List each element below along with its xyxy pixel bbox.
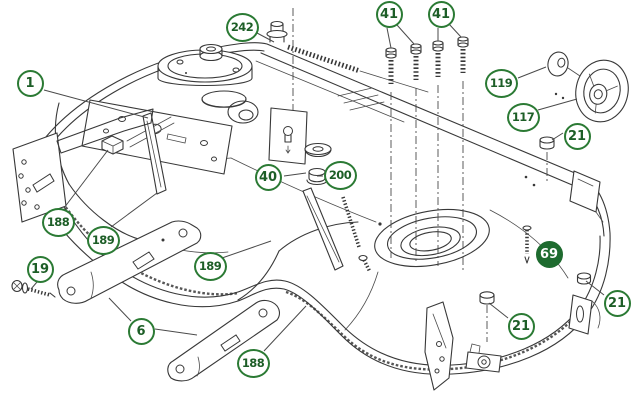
leader-line (110, 192, 158, 228)
deck-bolts (385, 36, 469, 270)
hanger-bracket (424, 301, 454, 391)
spindle-bolt (266, 8, 429, 126)
spindle-opening (374, 209, 490, 267)
callout-1-0[interactable]: 1 (16, 69, 44, 97)
callout-242-1[interactable]: 242 (225, 12, 259, 42)
leader-line (256, 32, 275, 43)
wheel-cap (547, 51, 569, 77)
clip (101, 135, 124, 155)
leader-line (448, 23, 462, 38)
flange-nut-right (576, 272, 592, 285)
leader-line (585, 280, 605, 296)
lift-arm-left (57, 220, 202, 304)
callout-6-13[interactable]: 6 (127, 317, 155, 345)
callout-21-16[interactable]: 21 (507, 312, 535, 340)
callout-21-6[interactable]: 21 (563, 122, 591, 150)
callout-189-11[interactable]: 189 (193, 251, 227, 281)
leader-line (221, 240, 272, 259)
leader-line (30, 281, 38, 290)
callout-41-2[interactable]: 41 (375, 0, 403, 28)
arm-bolt-19 (11, 279, 56, 298)
leader-line (43, 89, 149, 119)
leader-line (154, 328, 198, 336)
gauge-wheel (575, 59, 629, 123)
bolt (457, 36, 469, 270)
callout-189-10[interactable]: 189 (86, 225, 120, 255)
leader-line (517, 66, 547, 79)
callout-69-15[interactable]: 69 (535, 240, 563, 268)
leader-line (108, 297, 132, 322)
callout-119-4[interactable]: 119 (484, 68, 518, 98)
roller-bracket (465, 343, 502, 373)
leader-line (488, 302, 509, 319)
tension-rod (341, 196, 372, 273)
callout-117-5[interactable]: 117 (506, 102, 540, 132)
blade-left (126, 112, 175, 195)
leader-line (396, 24, 415, 45)
leader-line (551, 132, 564, 141)
leader-line (263, 305, 307, 352)
belt-guard-plate (268, 107, 308, 165)
flange-nut-top-right (539, 136, 555, 182)
callout-19-12[interactable]: 19 (26, 255, 54, 283)
leader-lines (30, 23, 605, 352)
leader-line (537, 98, 578, 111)
screw-69 (522, 225, 532, 264)
leader-line (63, 149, 109, 209)
lift-arm-right (167, 299, 280, 382)
blade-right (302, 187, 344, 271)
callout-188-9[interactable]: 188 (41, 207, 75, 237)
washer-stack (304, 142, 332, 158)
callout-41-3[interactable]: 41 (427, 0, 455, 28)
callout-200-8[interactable]: 200 (323, 160, 357, 190)
callout-21-17[interactable]: 21 (603, 289, 631, 317)
callout-188-14[interactable]: 188 (236, 348, 270, 378)
flange-nut-bottom (479, 291, 495, 342)
bolt (410, 43, 422, 262)
wheel-axle-line (567, 67, 581, 77)
leader-line (386, 27, 392, 49)
pulley (157, 43, 259, 124)
bolt (385, 47, 397, 258)
leader-line (283, 172, 307, 177)
callout-40-7[interactable]: 40 (254, 163, 282, 191)
right-edge-bracket (569, 170, 604, 223)
slotted-bracket-right (568, 294, 601, 335)
